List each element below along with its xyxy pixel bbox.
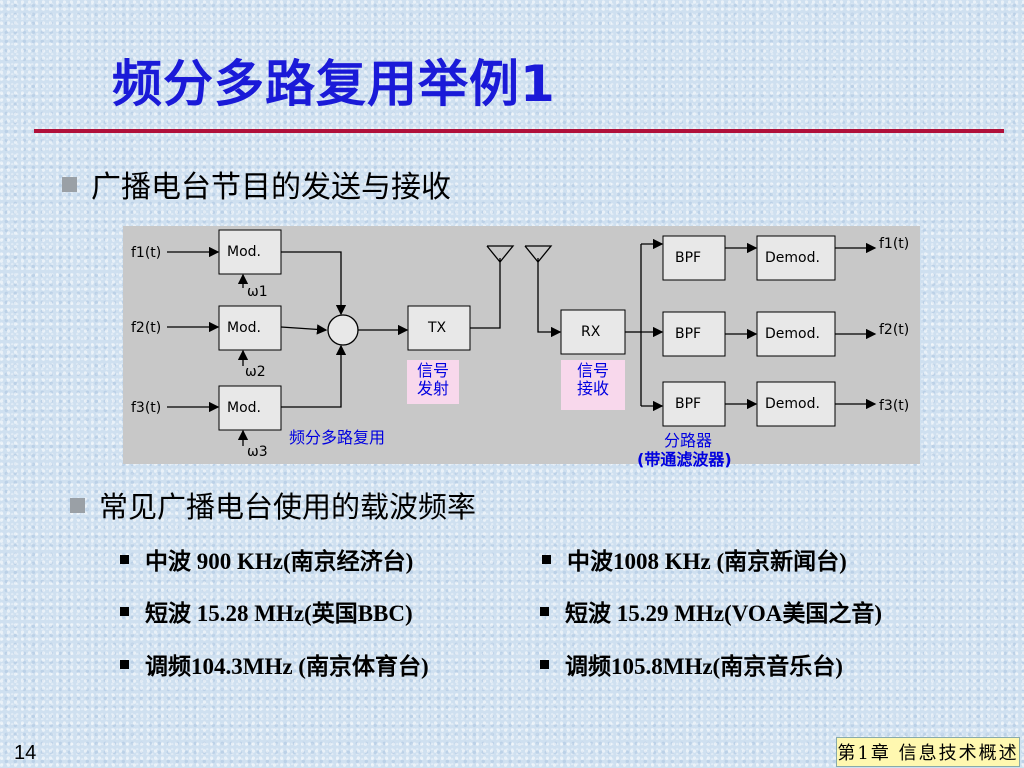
- tx-note-line1: 信号: [416, 361, 449, 380]
- station-item: 调频105.8MHz(南京音乐台): [540, 647, 843, 681]
- station-text: 短波 15.28 MHz(英国BBC): [145, 601, 413, 626]
- tx-note-line2: 发射: [416, 379, 449, 398]
- station-text: 调频105.8MHz(南京音乐台): [565, 654, 843, 679]
- bullet-square-icon: [70, 497, 85, 513]
- fdm-block-diagram: f1(t) f2(t) f3(t) Mod. Mod. Mod. ω1 ω2 ω…: [131, 229, 909, 460]
- page-title: 频分多路复用举例1: [112, 55, 556, 113]
- bpf-block-1: [662, 235, 726, 281]
- input-label-3: f3(t): [131, 400, 161, 416]
- bpf-block-2: [662, 311, 726, 357]
- bullet-square-icon: [62, 176, 77, 192]
- demod-block-1: [756, 235, 836, 281]
- input-label-1: f1(t): [131, 245, 161, 261]
- bullet-square-icon: [120, 659, 129, 669]
- output-label-2: f2(t): [879, 322, 909, 338]
- station-text: 中波 900 KHz(南京经济台): [145, 549, 414, 574]
- output-label-3: f3(t): [879, 398, 909, 414]
- bullet-carrier-text: 常见广播电台使用的载波频率: [99, 490, 477, 524]
- rx-label: RX: [581, 324, 601, 340]
- demod-block-2: [756, 311, 836, 357]
- chapter-footer: 第1章 信息技术概述: [836, 737, 1020, 767]
- bpf-label-2: BPF: [675, 326, 701, 342]
- tx-label: TX: [427, 320, 447, 336]
- bullet-broadcast: 广播电台节目的发送与接收: [62, 162, 451, 206]
- title-divider: [34, 129, 1004, 133]
- station-text: 中波1008 KHz (南京新闻台): [567, 549, 847, 574]
- station-item: 中波1008 KHz (南京新闻台): [542, 542, 847, 576]
- bullet-square-icon: [120, 554, 129, 564]
- station-item: 调频104.3MHz (南京体育台): [120, 647, 429, 681]
- input-label-2: f2(t): [131, 320, 161, 336]
- demod-label-3: Demod.: [765, 396, 820, 412]
- bullet-square-icon: [120, 606, 129, 616]
- bullet-square-icon: [542, 554, 551, 564]
- page-number: 14: [14, 742, 37, 764]
- splitter-label-line2: (带通滤波器): [637, 450, 732, 469]
- rx-antenna-icon: [524, 245, 553, 264]
- station-item: 短波 15.29 MHz(VOA美国之音): [540, 594, 882, 628]
- bpf-label-1: BPF: [675, 250, 701, 266]
- demod-label-2: Demod.: [765, 326, 820, 342]
- summer-circle: [327, 314, 359, 346]
- mod-block-1: [218, 229, 282, 275]
- station-item: 中波 900 KHz(南京经济台): [120, 542, 413, 576]
- bullet-square-icon: [540, 659, 549, 669]
- mod-block-3: [218, 385, 282, 431]
- bpf-label-3: BPF: [675, 396, 701, 412]
- splitter-label-line1: 分路器: [664, 431, 713, 450]
- wire-tx-antenna: [470, 258, 501, 329]
- bullet-carrier: 常见广播电台使用的载波频率: [70, 484, 476, 526]
- fdm-diagram: f1(t) f2(t) f3(t) Mod. Mod. Mod. ω1 ω2 ω…: [123, 226, 920, 464]
- rx-block: [560, 309, 626, 355]
- rx-note-line2: 接收: [576, 379, 609, 398]
- tx-antenna-icon: [486, 245, 515, 264]
- station-text: 短波 15.29 MHz(VOA美国之音): [565, 601, 883, 626]
- rx-note: 信号 接收: [561, 360, 625, 410]
- tx-note: 信号 发射: [407, 360, 459, 404]
- wire-mod3-sum: [281, 344, 347, 408]
- mod-label-3: Mod.: [227, 400, 261, 416]
- carrier-omega-1: ω1: [247, 284, 268, 300]
- bullet-square-icon: [540, 606, 549, 616]
- mod-label-2: Mod.: [227, 320, 261, 336]
- demod-label-1: Demod.: [765, 250, 820, 266]
- mod-block-2: [218, 305, 282, 351]
- output-label-1: f1(t): [879, 236, 909, 252]
- wire-antenna-rx: [537, 258, 562, 338]
- wire-mod2-sum: [280, 324, 328, 335]
- station-text: 调频104.3MHz (南京体育台): [145, 654, 429, 679]
- rx-note-line1: 信号: [576, 361, 609, 380]
- carrier-omega-2: ω2: [245, 364, 266, 380]
- carrier-omega-3: ω3: [247, 444, 268, 460]
- fdm-label: 频分多路复用: [289, 428, 386, 447]
- bullet-broadcast-text: 广播电台节目的发送与接收: [91, 170, 451, 205]
- station-item: 短波 15.28 MHz(英国BBC): [120, 594, 413, 628]
- wire-mod1-sum: [281, 251, 347, 316]
- mod-label-1: Mod.: [227, 244, 261, 260]
